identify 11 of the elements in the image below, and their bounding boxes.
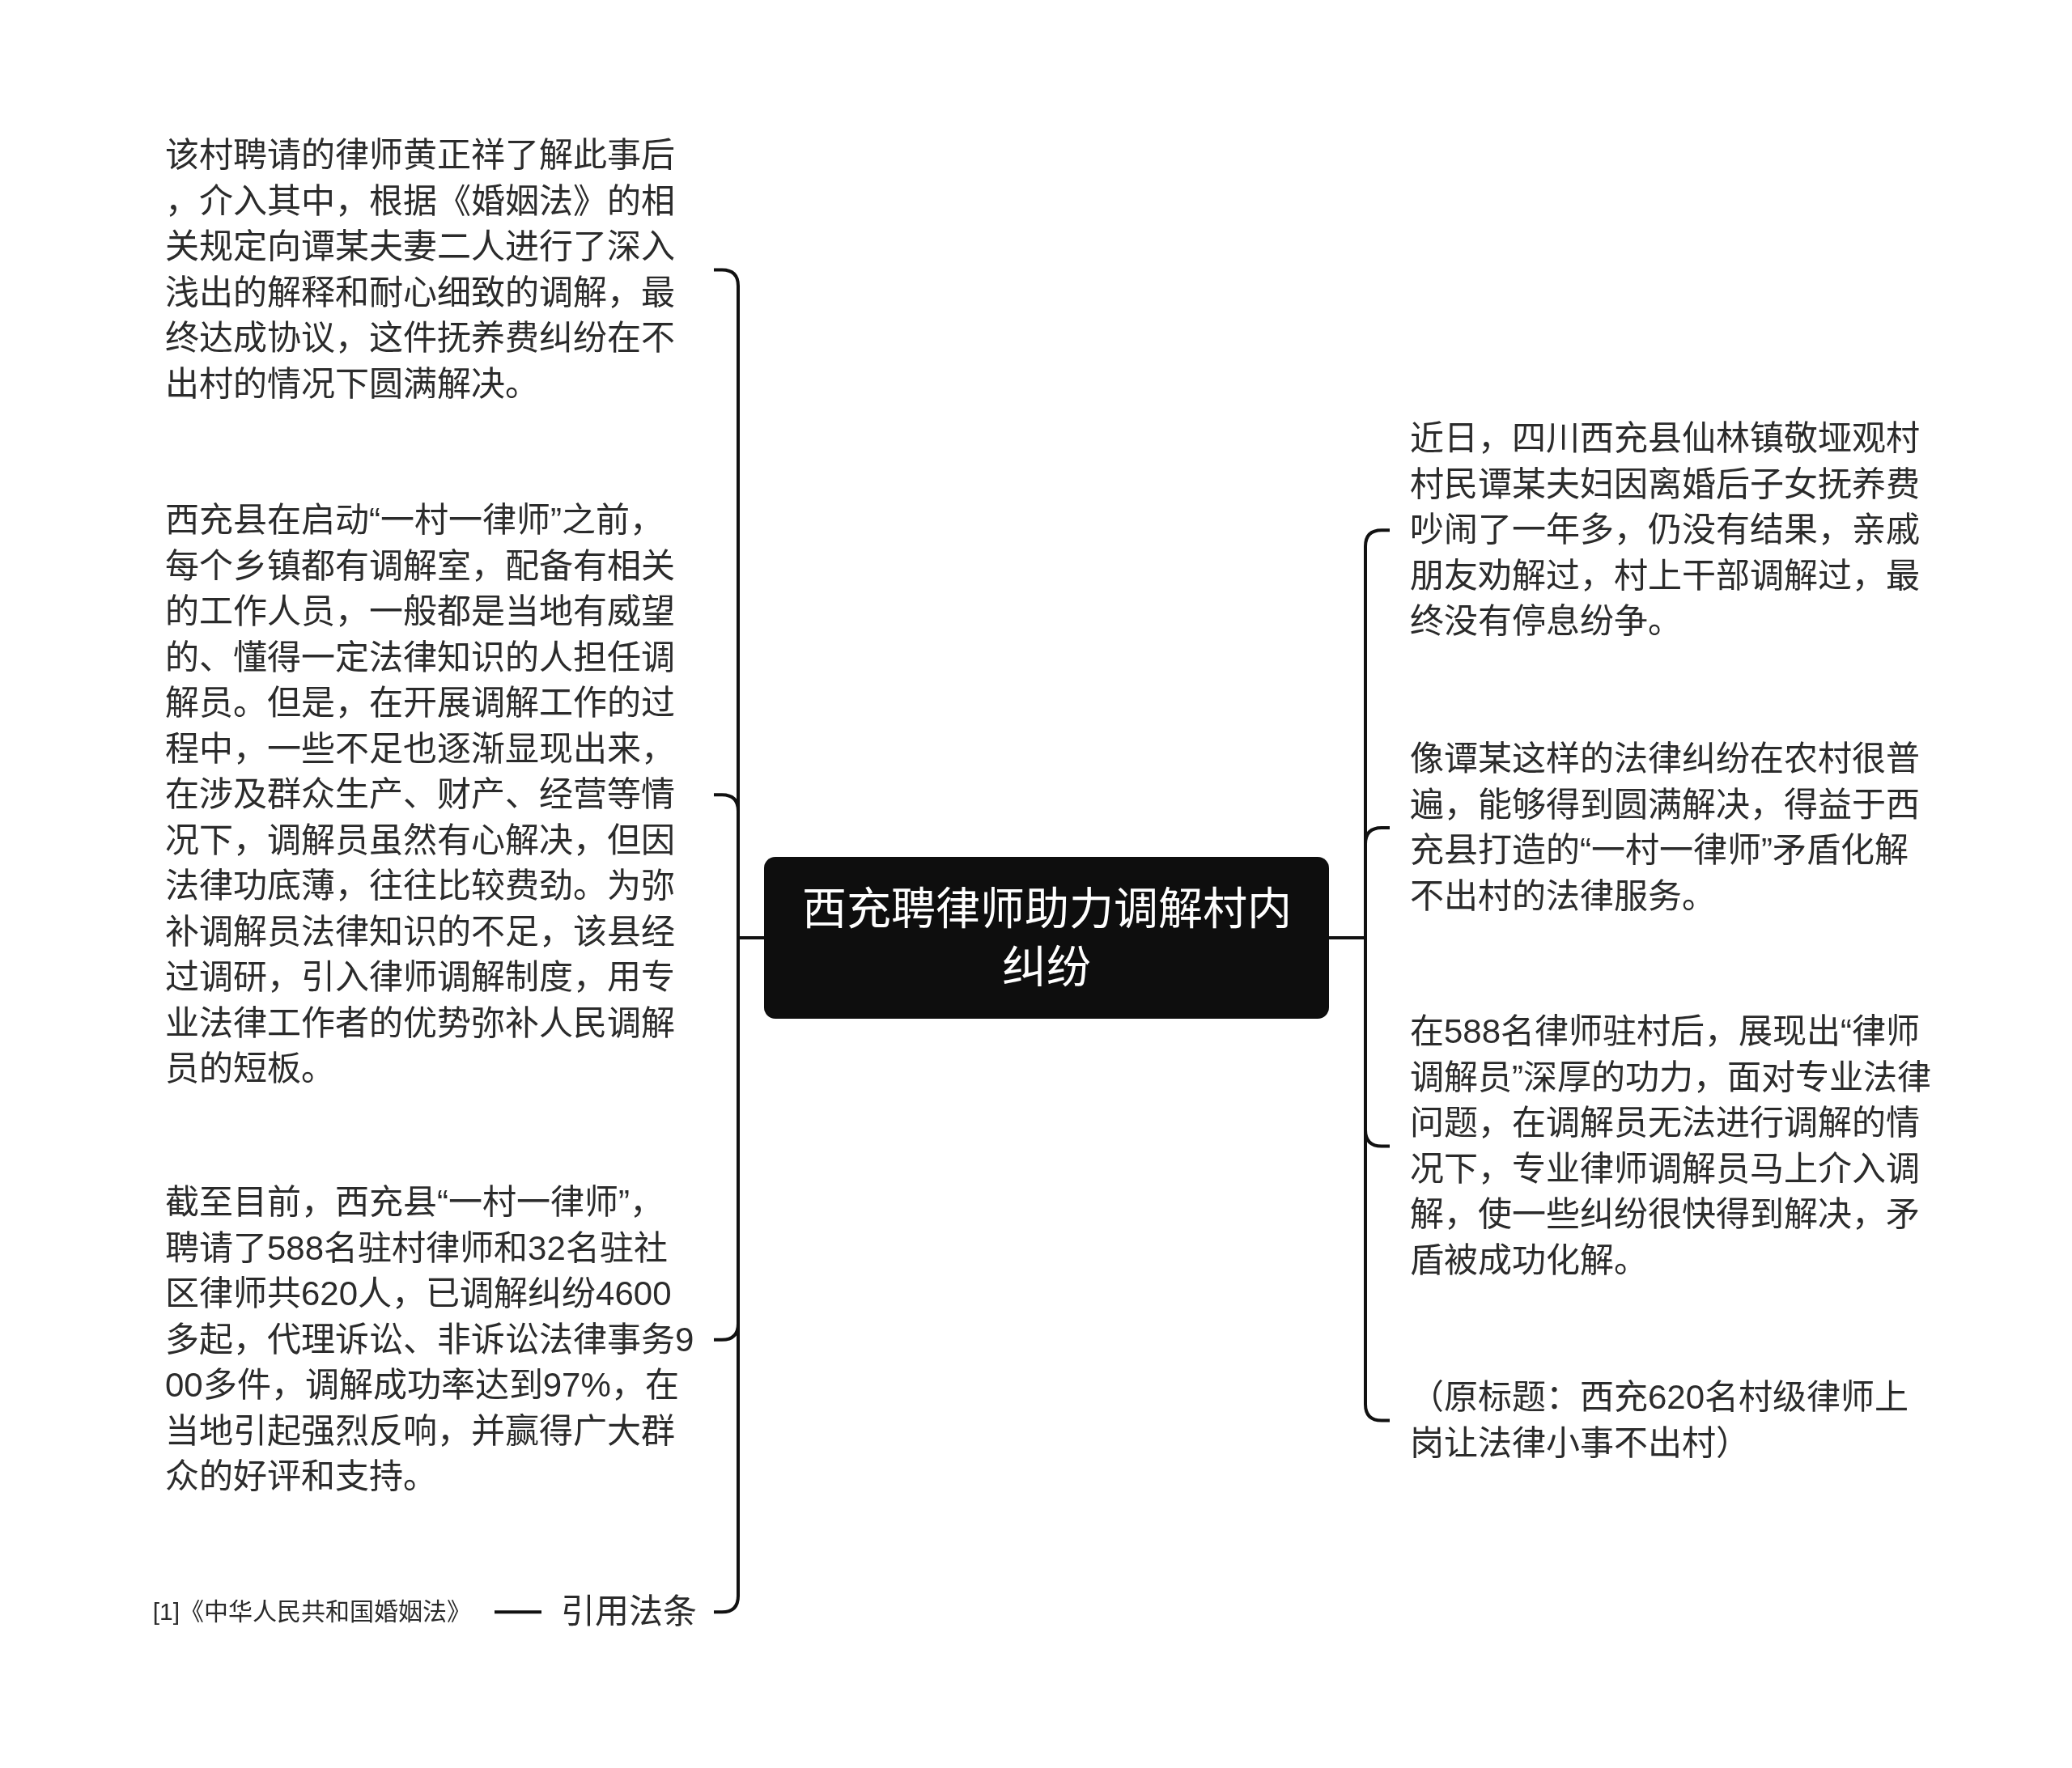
paragraph: 像谭某这样的法律纠纷在农村很普遍，能够得到圆满解决，得益于西充县打造的“一村一律师”矛盾化解不出村的法律服务。 <box>1390 736 1941 919</box>
branch-label: 引用法条 <box>541 1589 714 1635</box>
citation-text: [1]《中华人民共和国婚姻法》 <box>121 1596 495 1628</box>
paragraph: 在588名律师驻村后，展现出“律师调解员”深厚的功力，面对专业法律问题，在调解员无法进行调解的情况下，专业律师调解员马上介入调解，使一些纠纷很快得到解决，矛盾被成功化解。 <box>1390 1009 1941 1283</box>
paragraph: 近日，四川西充县仙林镇敬垭观村村民谭某夫妇因离婚后子女抚养费吵闹了一年多，仍没有结果，亲戚朋友劝解过，村上干部调解过，最终没有停息纷争。 <box>1390 416 1941 645</box>
connector-line <box>495 1610 541 1614</box>
paragraph: 西充县在启动“一村一律师”之前，每个乡镇都有调解室，配备有相关的工作人员，一般都是当地有威望的、懂得一定法律知识的人担任调解员。但是，在开展调解工作的过程中，一些不足也逐渐显现出来，在涉及群众生产、财产、经营等情况下，调解员虽然有心解决，但因法律功底薄，往往比较费劲。为弥补调解员法律知识的不足，该县经过调研，引入律师调解制度，用专业法律工作者的优势弥补人民调解员的短板。 <box>165 498 714 1092</box>
paragraph: 截至目前，西充县“一村一律师”，聘请了588名驻村律师和32名驻社区律师共620人，已调解纠纷4600多起，代理诉讼、非诉讼法律事务900多件，调解成功率达到97%，在当地引起强烈反响，并赢得广大群众的好评和支持。 <box>165 1180 714 1500</box>
paragraph: 该村聘请的律师黄正祥了解此事后，介入其中，根据《婚姻法》的相关规定向谭某夫妻二人进行了深入浅出的解释和耐心细致的调解，最终达成协议，这件抚养费纠纷在不出村的情况下圆满解决。 <box>165 133 714 407</box>
paragraph: （原标题：西充620名村级律师上岗让法律小事不出村） <box>1390 1375 1941 1466</box>
topic-box: 西充聘律师助力调解村内纠纷 <box>764 857 1329 1019</box>
